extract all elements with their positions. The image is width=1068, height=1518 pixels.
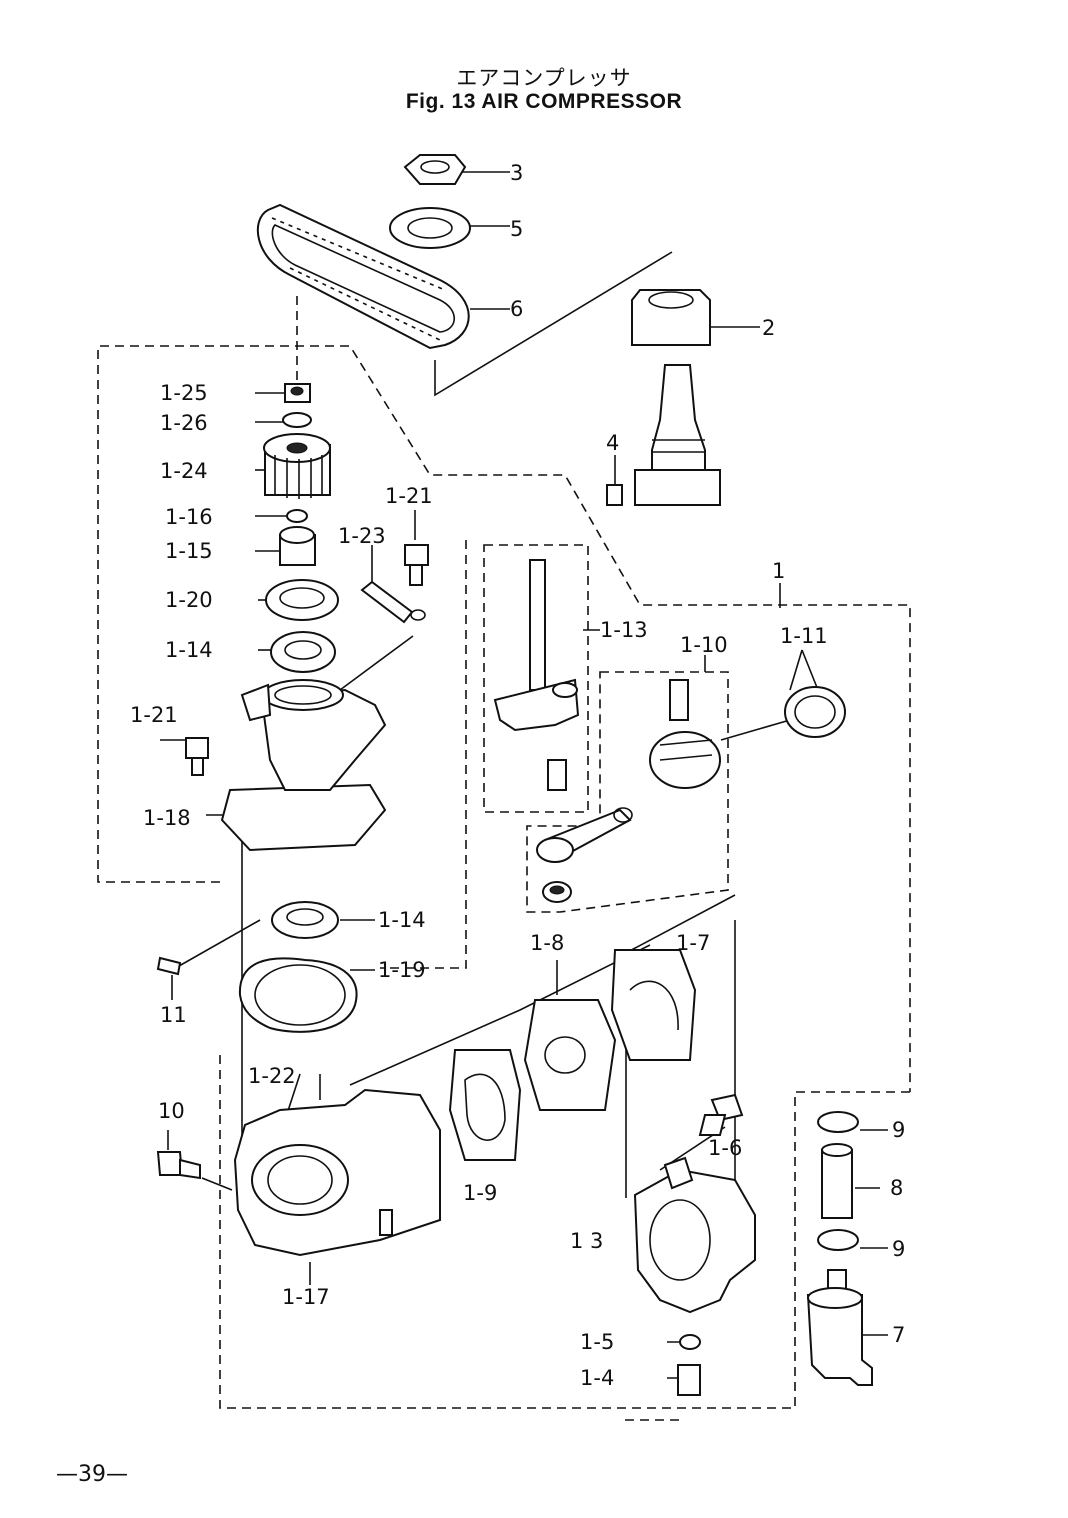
- callout-1-24: 1-24: [160, 459, 208, 483]
- callout-7: 7: [892, 1323, 905, 1347]
- part-crankshaft: [493, 559, 580, 791]
- callout-5: 5: [510, 217, 523, 241]
- callout-1-9: 1-9: [463, 1181, 497, 1205]
- part-dowel-pin: [156, 956, 182, 976]
- callout-1-14-upper: 1-14: [165, 638, 213, 662]
- assembly-boundary-lower: [219, 1050, 910, 1409]
- part-pulley-shaft: [631, 289, 721, 506]
- shaft-group-boundary: [483, 544, 589, 813]
- part-union-bolt: [156, 1151, 201, 1180]
- part-nut-small: [284, 383, 311, 403]
- part-needle-bearing: [542, 881, 572, 903]
- part-head-fitting-bolt: [698, 1093, 744, 1136]
- callout-6: 6: [510, 297, 523, 321]
- callout-1-21-upper: 1-21: [385, 484, 433, 508]
- callout-1-14-lower: 1-14: [378, 908, 426, 932]
- part-collar: [279, 526, 316, 566]
- part-piston-rings: [784, 686, 846, 738]
- callout-1-4: 1-4: [580, 1366, 614, 1390]
- part-hose: [821, 1143, 853, 1219]
- part-oil-seal: [265, 579, 339, 621]
- callout-1-6: 1-6: [708, 1136, 742, 1160]
- callout-1-19: 1-19: [378, 958, 426, 982]
- part-lock-nut: [403, 154, 467, 185]
- part-plate-washer: [389, 207, 471, 249]
- part-snap-ring: [286, 509, 308, 523]
- part-cylinder: [233, 1088, 441, 1257]
- part-piston-pin: [669, 679, 689, 721]
- diagram-title: Fig. 13 AIR COMPRESSOR: [405, 90, 683, 113]
- callout-3: 3: [510, 161, 523, 185]
- part-bearing-lower: [271, 901, 339, 939]
- part-gasket-upper: [610, 949, 697, 1061]
- part-gear: [263, 433, 331, 499]
- callout-9-upper: 9: [892, 1118, 905, 1142]
- callout-2: 2: [762, 316, 775, 340]
- part-hose-clip-upper: [817, 1111, 859, 1133]
- callout-1-20: 1-20: [165, 588, 213, 612]
- part-bearing-upper: [270, 631, 336, 673]
- part-timing-belt: [256, 203, 470, 350]
- callout-8: 8: [890, 1176, 903, 1200]
- part-cylinder-head: [633, 1156, 756, 1314]
- part-piston: [649, 731, 721, 789]
- callout-1-16: 1-16: [165, 505, 213, 529]
- part-strap: [360, 580, 426, 624]
- callout-1: 1: [772, 559, 785, 583]
- diagram-title-japanese: エアコンプレッサ: [456, 66, 632, 90]
- callout-1-22: 1-22: [248, 1064, 296, 1088]
- part-nipple: [677, 1364, 701, 1396]
- callout-1-26: 1-26: [160, 411, 208, 435]
- callout-1-10: 1-10: [680, 633, 728, 657]
- part-crankcase: [220, 679, 387, 852]
- part-bolt-left: [185, 737, 209, 776]
- callout-1-15: 1-15: [165, 539, 213, 563]
- part-connecting-rod: [536, 807, 633, 863]
- callout-1-25: 1-25: [160, 381, 208, 405]
- callout-1-7: 1-7: [676, 931, 710, 955]
- leader-lines: [160, 171, 888, 1379]
- callout-1-23: 1-23: [338, 524, 386, 548]
- callout-10: 10: [158, 1099, 185, 1123]
- part-gasket-ring: [238, 957, 358, 1033]
- callout-1-13: 1-13: [600, 618, 648, 642]
- callout-1-8: 1-8: [530, 931, 564, 955]
- assembly-boundary-upper: [97, 345, 911, 1092]
- part-gasket-lower: [448, 1049, 522, 1161]
- group-line: [380, 540, 467, 969]
- callout-4: 4: [606, 431, 619, 455]
- callout-1-3: 1 3: [570, 1229, 603, 1253]
- callout-1-11: 1-11: [780, 624, 828, 648]
- callout-1-5: 1-5: [580, 1330, 614, 1354]
- callout-9-lower: 9: [892, 1237, 905, 1261]
- page-number: —39—: [56, 1462, 128, 1487]
- callout-11: 11: [160, 1003, 187, 1027]
- part-reed-valve-plate: [523, 999, 617, 1111]
- part-hose-clip-lower: [817, 1229, 859, 1251]
- part-washer-small: [282, 412, 312, 428]
- part-bolt-upper: [404, 544, 429, 586]
- part-small-washer: [679, 1334, 701, 1350]
- callout-1-17: 1-17: [282, 1285, 330, 1309]
- callout-1-18: 1-18: [143, 806, 191, 830]
- part-air-filter: [806, 1269, 873, 1386]
- callout-1-21-left: 1-21: [130, 703, 178, 727]
- part-key: [606, 484, 623, 506]
